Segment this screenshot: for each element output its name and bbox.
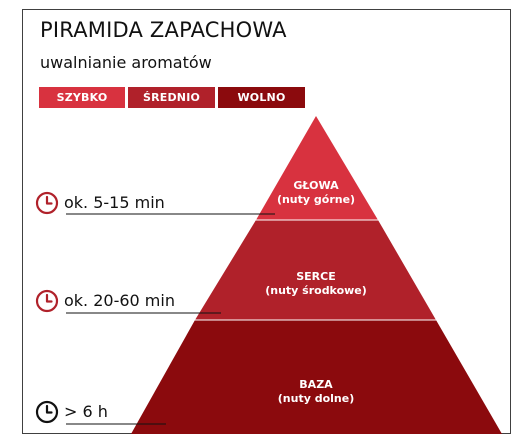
page-title: PIRAMIDA ZAPACHOWA <box>40 18 287 42</box>
clock-icon <box>35 191 59 215</box>
time-row-bottom: > 6 h <box>35 400 108 424</box>
clock-icon <box>35 289 59 313</box>
pyramid-tier-middle <box>195 220 436 320</box>
time-label-middle: ok. 20-60 min <box>64 291 175 310</box>
speed-legend: SZYBKO ŚREDNIO WOLNO <box>39 87 305 108</box>
tier-label-middle: SERCE (nuty środkowe) <box>265 270 367 298</box>
tier-label-top: GŁOWA (nuty górne) <box>277 179 355 207</box>
time-row-top: ok. 5-15 min <box>35 191 165 215</box>
clock-icon <box>35 400 59 424</box>
time-label-top: ok. 5-15 min <box>64 193 165 212</box>
tier-note-middle: (nuty środkowe) <box>265 284 367 297</box>
legend-item-fast: SZYBKO <box>39 87 125 108</box>
page-subtitle: uwalnianie aromatów <box>40 53 212 72</box>
legend-item-medium: ŚREDNIO <box>128 87 215 108</box>
tier-note-bottom: (nuty dolne) <box>277 392 355 405</box>
time-row-middle: ok. 20-60 min <box>35 289 175 313</box>
tier-note-top: (nuty górne) <box>276 193 356 206</box>
tier-name-bottom: BAZA <box>299 378 333 391</box>
legend-item-slow: WOLNO <box>218 87 305 108</box>
pyramid-tier-top <box>256 116 378 220</box>
time-label-bottom: > 6 h <box>64 402 108 421</box>
tier-label-bottom: BAZA (nuty dolne) <box>278 378 354 406</box>
tier-name-middle: SERCE <box>296 270 336 283</box>
tier-name-top: GŁOWA <box>293 179 339 192</box>
pyramid-tier-bottom <box>131 320 502 434</box>
